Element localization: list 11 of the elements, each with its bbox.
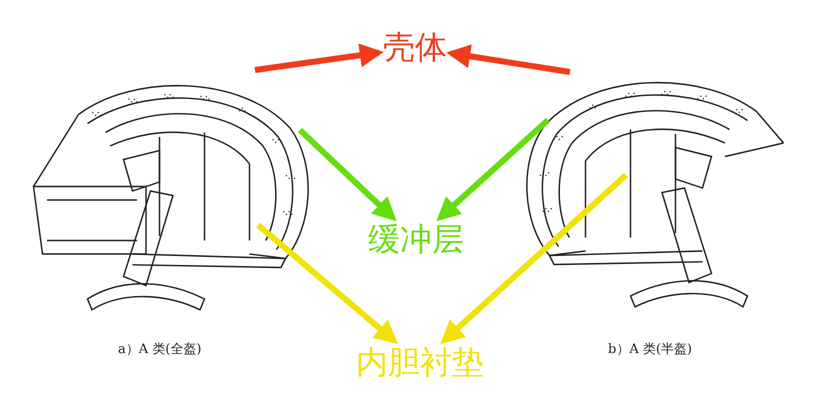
arrow [446,44,570,75]
part-label: 壳体 [383,30,447,66]
arrow [256,222,398,344]
arrow [254,43,384,73]
arrow [298,128,397,222]
figure-caption: b）A 类(半盔) [608,341,692,358]
arrow [440,172,628,344]
part-label: 缓冲层 [368,222,464,258]
part-label: 内胆衬垫 [356,345,484,380]
figure-caption: a）A 类(全盔) [118,341,202,358]
arrow [436,118,550,222]
